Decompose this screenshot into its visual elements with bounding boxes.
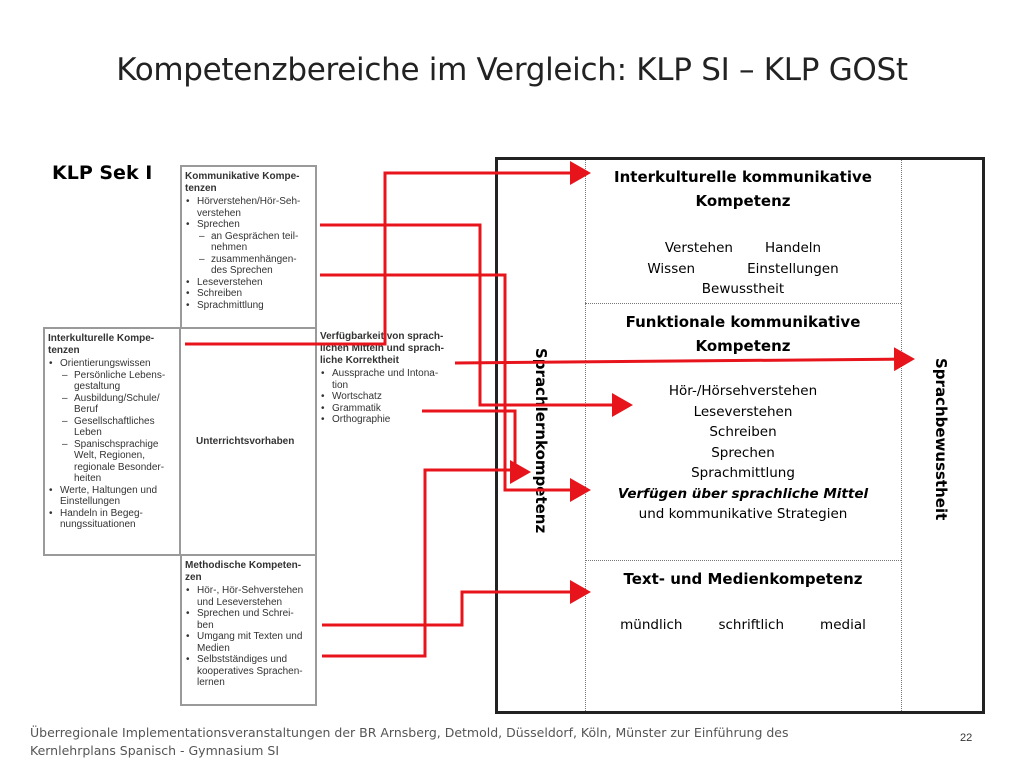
text-medienkompetenz-items: mündlich schriftlich medial bbox=[585, 615, 901, 636]
list-item: Medien bbox=[197, 642, 230, 654]
list-item: verstehen bbox=[197, 207, 241, 219]
list-item: Gesellschaftliches bbox=[48, 416, 176, 428]
list-item: Werte, Haltungen und bbox=[48, 485, 176, 497]
klp-sek1-label: KLP Sek I bbox=[52, 162, 153, 184]
list-item: Orthographie bbox=[320, 414, 459, 426]
list-item: heiten bbox=[74, 473, 102, 484]
list-item: gestaltung bbox=[74, 381, 121, 392]
bewusstheit-text: Bewusstheit bbox=[701, 281, 785, 297]
list-item: Welt, Regionen, bbox=[74, 450, 145, 461]
list-item: Beruf bbox=[74, 404, 98, 415]
list-item: des Sprechen bbox=[211, 265, 273, 276]
schreiben-text: Schreiben bbox=[709, 424, 777, 440]
interkulturelle-kommunikative-title: Interkulturelle kommunikative Kompetenz bbox=[614, 168, 872, 210]
einstellungen-text: Einstellungen bbox=[747, 260, 839, 277]
list-item: Sprechen und Schrei- bbox=[185, 608, 312, 620]
list-item: Orientierungswissen bbox=[48, 358, 176, 370]
list-item: ben bbox=[197, 619, 214, 631]
verfuegbarkeit-list: Aussprache und Intona-tionWortschatzGram… bbox=[320, 368, 459, 426]
verfuegbarkeit-box: Verfügbarkeit von sprach- lichen Mitteln… bbox=[315, 327, 462, 556]
list-item: Wortschatz bbox=[320, 391, 459, 403]
schriftlich-text: schriftlich bbox=[718, 617, 785, 633]
list-item: lernen bbox=[197, 677, 225, 688]
page-number: 22 bbox=[960, 732, 973, 744]
kommunikative-kompetenzen-box: Kommunikative Kompe- tenzen Hörverstehen… bbox=[180, 165, 317, 330]
methodische-kompetenzen-box: Methodische Kompeten- zen Hör-, Hör-Sehv… bbox=[180, 554, 317, 706]
list-item: nehmen bbox=[211, 242, 248, 253]
hoersehverstehen-text: Hör-/Hörsehverstehen bbox=[668, 383, 818, 399]
list-item: Umgang mit Texten und bbox=[185, 631, 312, 643]
interkulturelle-kommunikative-items: Verstehen Handeln Wissen Einstellungen Bew… bbox=[585, 238, 901, 300]
list-item: regionale Besonder- bbox=[74, 461, 165, 473]
list-item: nungssituationen bbox=[60, 519, 136, 530]
page-title: Kompetenzbereiche im Vergleich: KLP SI –… bbox=[116, 52, 908, 88]
sprachlernkompetenz-label: Sprachlernkompetenz bbox=[532, 348, 550, 534]
list-item: Einstellungen bbox=[60, 496, 121, 507]
list-item: Sprachmittlung bbox=[185, 300, 312, 312]
unterrichtsvorhaben-label: Unterrichtsvorhaben bbox=[196, 436, 295, 447]
handeln-text: Handeln bbox=[764, 240, 822, 256]
list-item: kooperatives Sprachen- bbox=[197, 665, 303, 677]
wissen-text: Wissen bbox=[647, 260, 696, 277]
list-item: Persönliche Lebens- bbox=[48, 370, 176, 382]
list-item: tion bbox=[332, 379, 349, 391]
methodische-kompetenzen-heading: Methodische Kompeten- zen bbox=[185, 560, 302, 583]
kommunikative-kompetenzen-heading: Kommunikative Kompe- tenzen bbox=[185, 171, 300, 194]
verfuegen-text: Verfügen über sprachliche Mittel bbox=[617, 485, 869, 502]
list-item: zusammenhängen- bbox=[185, 254, 312, 266]
text-medienkompetenz-title: Text- und Medienkompetenz bbox=[623, 570, 863, 588]
verstehen-text: Verstehen bbox=[664, 240, 733, 256]
sprachmittlung-text: Sprachmittlung bbox=[691, 465, 795, 481]
leseverstehen-text: Leseverstehen bbox=[693, 403, 793, 420]
row-divider-1 bbox=[585, 303, 901, 304]
list-item: Aussprache und Intona- bbox=[320, 368, 459, 380]
interkulturelle-kompetenzen-list: OrientierungswissenPersönliche Lebens-ge… bbox=[48, 358, 176, 531]
klp-gost-panel: Sprachlernkompetenz Sprachbewusstheit In… bbox=[495, 157, 985, 714]
funktionale-kommunikative-items: Hör-/Hörsehverstehen Leseverstehen Schre… bbox=[585, 381, 901, 525]
list-item: Sprechen bbox=[185, 219, 312, 231]
list-item: Hör-, Hör-Sehverstehen bbox=[185, 585, 312, 597]
list-item: Ausbildung/Schule/ bbox=[48, 393, 176, 405]
list-item: und Leseverstehen bbox=[197, 596, 283, 608]
list-item: an Gesprächen teil- bbox=[185, 231, 312, 243]
strategien-text: und kommunikative Strategien bbox=[638, 506, 848, 522]
list-item: Grammatik bbox=[320, 403, 459, 415]
list-item: Spanischsprachige bbox=[48, 439, 176, 451]
interkulturelle-kompetenzen-box: Interkulturelle Kompe- tenzen Orientieru… bbox=[43, 327, 181, 556]
footer-text: Überregionale Implementationsveranstaltu… bbox=[30, 725, 789, 758]
medial-text: medial bbox=[820, 617, 866, 633]
kommunikative-kompetenzen-list: Hörverstehen/Hör-Seh-verstehenSprechenan… bbox=[185, 196, 312, 311]
interkulturelle-kompetenzen-heading: Interkulturelle Kompe- tenzen bbox=[48, 333, 155, 356]
sprachbewusstheit-label: Sprachbewusstheit bbox=[932, 358, 950, 521]
list-item: Leben bbox=[74, 427, 102, 438]
row-divider-2 bbox=[585, 560, 901, 561]
list-item: Leseverstehen bbox=[185, 277, 312, 289]
sprechen-text: Sprechen bbox=[711, 444, 775, 461]
list-item: Selbstständiges und bbox=[185, 654, 312, 666]
funktionale-kommunikative-title: Funktionale kommunikative Kompetenz bbox=[625, 313, 861, 355]
list-item: Schreiben bbox=[185, 288, 312, 300]
muendlich-text: mündlich bbox=[620, 617, 683, 633]
right-column-divider bbox=[901, 160, 902, 711]
verfuegbarkeit-heading: Verfügbarkeit von sprach- lichen Mitteln… bbox=[320, 331, 444, 366]
list-item: Handeln in Begeg- bbox=[48, 508, 176, 520]
list-item: Hörverstehen/Hör-Seh- bbox=[185, 196, 312, 208]
